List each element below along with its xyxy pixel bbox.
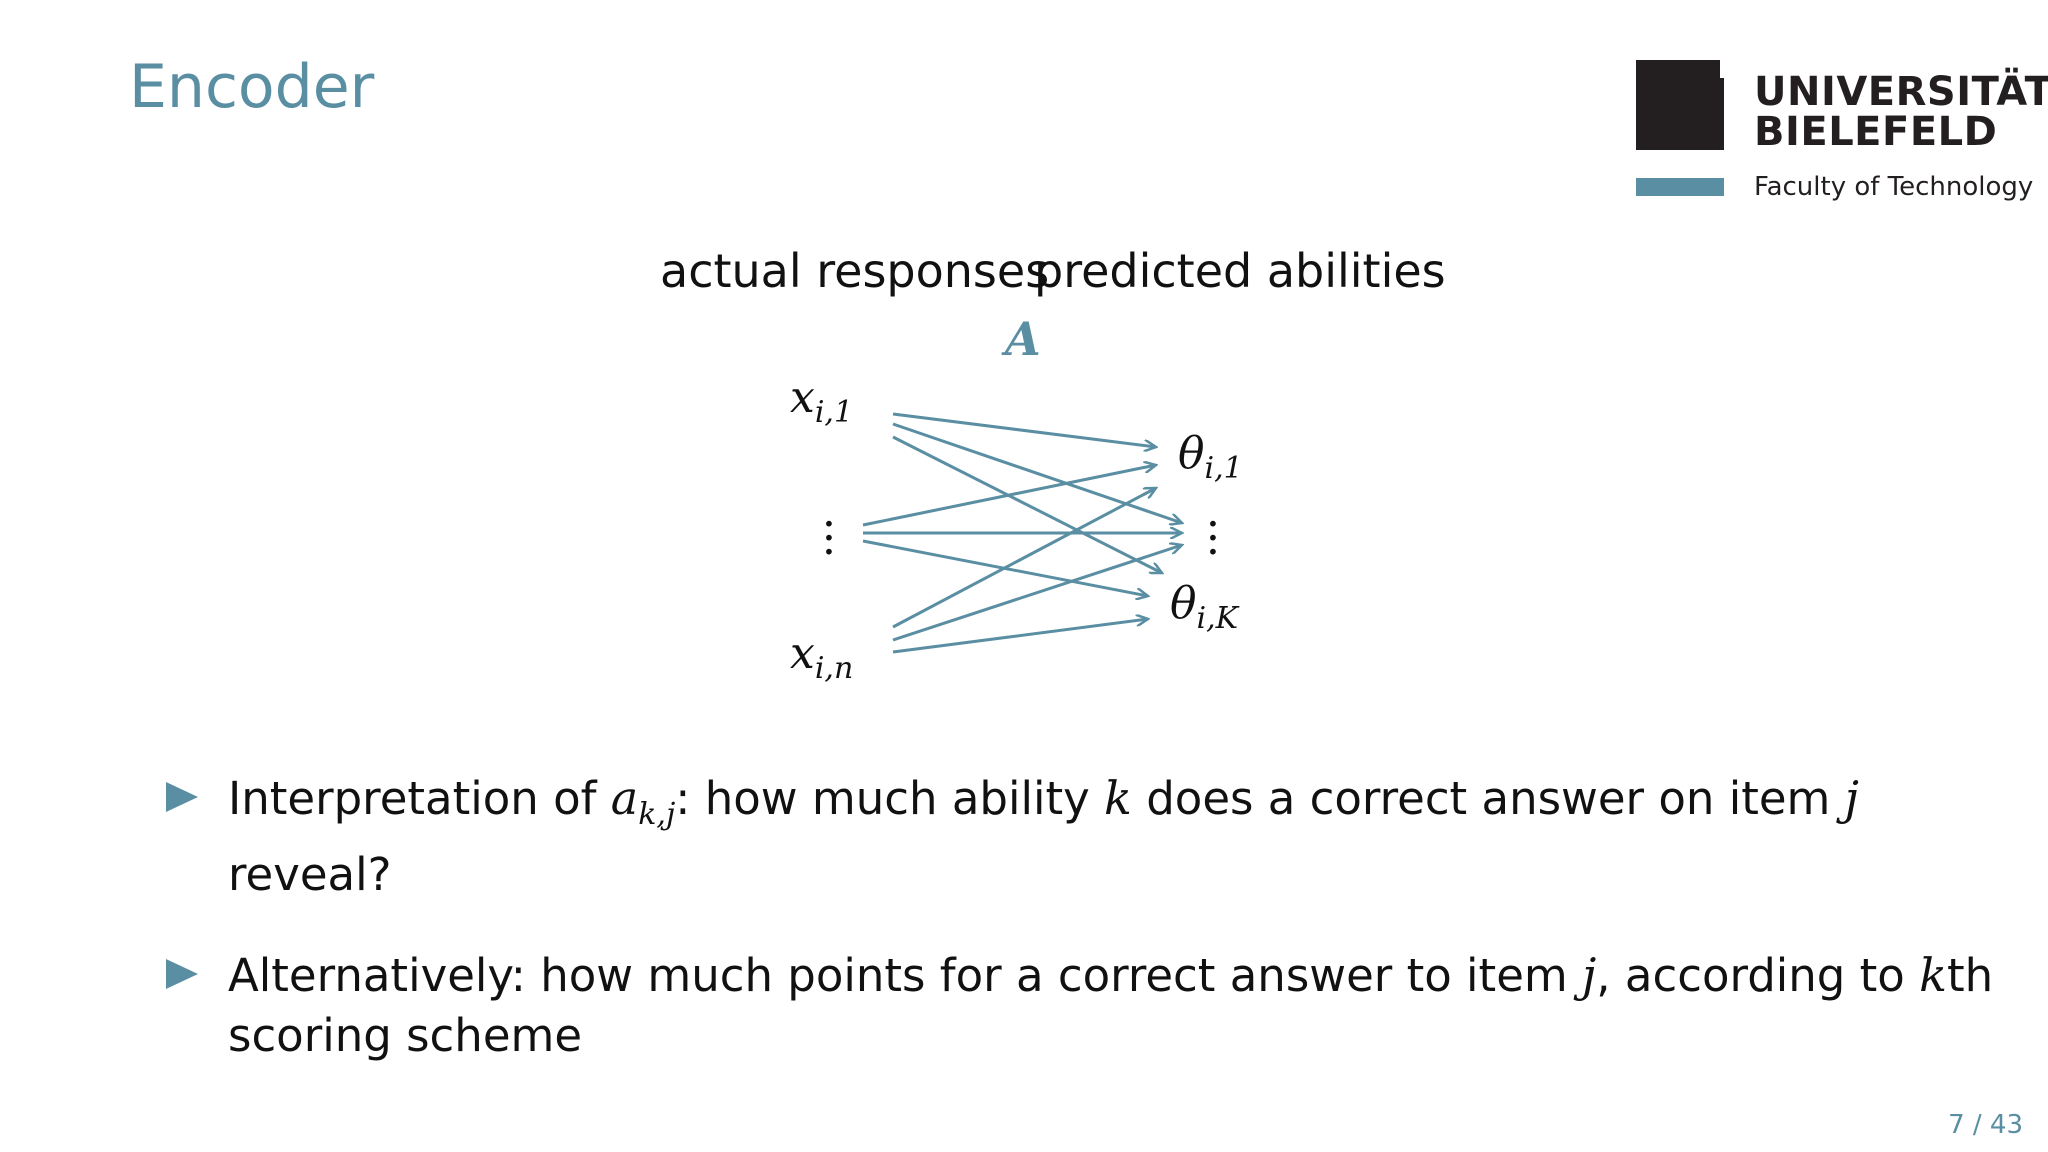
edge-xn-dots: [892, 545, 1182, 642]
matrix-a-label: A: [1005, 312, 1041, 366]
slide-title: Encoder: [129, 52, 375, 122]
edge-x1-dots: [892, 422, 1182, 523]
bullet-triangle-icon: [166, 782, 198, 812]
actual-responses-heading: actual responses: [660, 244, 1050, 298]
university-name-line2: BIELEFELD: [1754, 109, 1998, 155]
university-name: UNIVERSITÄT BIELEFELD: [1754, 72, 2048, 152]
edge-xn-theta1: [892, 486, 1156, 629]
edge-xn-thetaK: [892, 619, 1148, 654]
edge-x1-theta1: [892, 412, 1156, 447]
bullet-interpretation: Interpretation of ak,j: how much ability…: [166, 768, 2006, 905]
bullet-alternatively: Alternatively: how much points for a cor…: [166, 945, 2006, 1066]
university-name-line1: UNIVERSITÄT: [1754, 69, 2048, 115]
input-node-last: xi,n: [790, 628, 854, 686]
page-number: 7 / 43: [1948, 1110, 2023, 1140]
output-node-first: θi,1: [1178, 428, 1243, 486]
input-node-first: xi,1: [790, 372, 854, 430]
predicted-abilities-heading: predicted abilities: [1034, 244, 1446, 298]
bullet-triangle-icon: [166, 959, 198, 990]
edge-x1-thetaK: [892, 435, 1162, 575]
output-node-last: θi,K: [1170, 578, 1239, 636]
faculty-name: Faculty of Technology: [1754, 172, 2034, 202]
university-logo-icon: [1636, 60, 1724, 196]
edge-dots-theta1: [862, 465, 1156, 527]
bullet-list: Interpretation of ak,j: how much ability…: [166, 768, 2006, 1106]
